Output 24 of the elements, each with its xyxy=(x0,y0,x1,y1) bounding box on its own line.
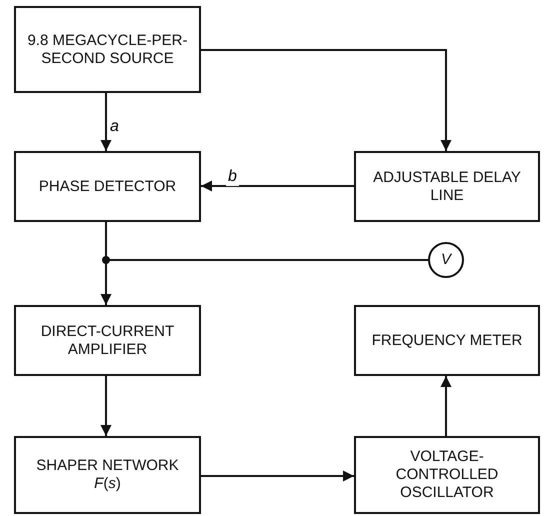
meter-circle xyxy=(428,242,464,278)
meter-symbol: V xyxy=(440,251,451,269)
block-label: F(s) xyxy=(94,475,121,493)
block-label: SHAPER NETWORK xyxy=(36,457,179,475)
block-box xyxy=(354,436,540,514)
block-box xyxy=(14,6,201,93)
block-box xyxy=(14,305,201,376)
block-label: DIRECT-CURRENT AMPLIFIER xyxy=(40,322,176,358)
arrow xyxy=(100,376,112,436)
block-label: PHASE DETECTOR xyxy=(38,178,176,196)
arrow xyxy=(440,376,452,436)
block-box xyxy=(354,305,540,376)
edge-label: b xyxy=(226,168,239,186)
block-label: FREQUENCY METER xyxy=(372,332,522,350)
block-label: VOLTAGE-CONTROLLED OSCILLATOR xyxy=(394,448,500,502)
arrow xyxy=(201,180,354,192)
arrow xyxy=(201,49,452,151)
block-box xyxy=(14,436,201,514)
block-label: 9.8 MEGACYCLE-PER-SECOND SOURCE xyxy=(26,32,189,68)
arrow xyxy=(100,93,112,151)
block-box xyxy=(354,151,540,222)
arrow xyxy=(201,470,354,482)
block-box xyxy=(14,151,201,222)
block-label: ADJUSTABLE DELAY LINE xyxy=(372,168,522,204)
